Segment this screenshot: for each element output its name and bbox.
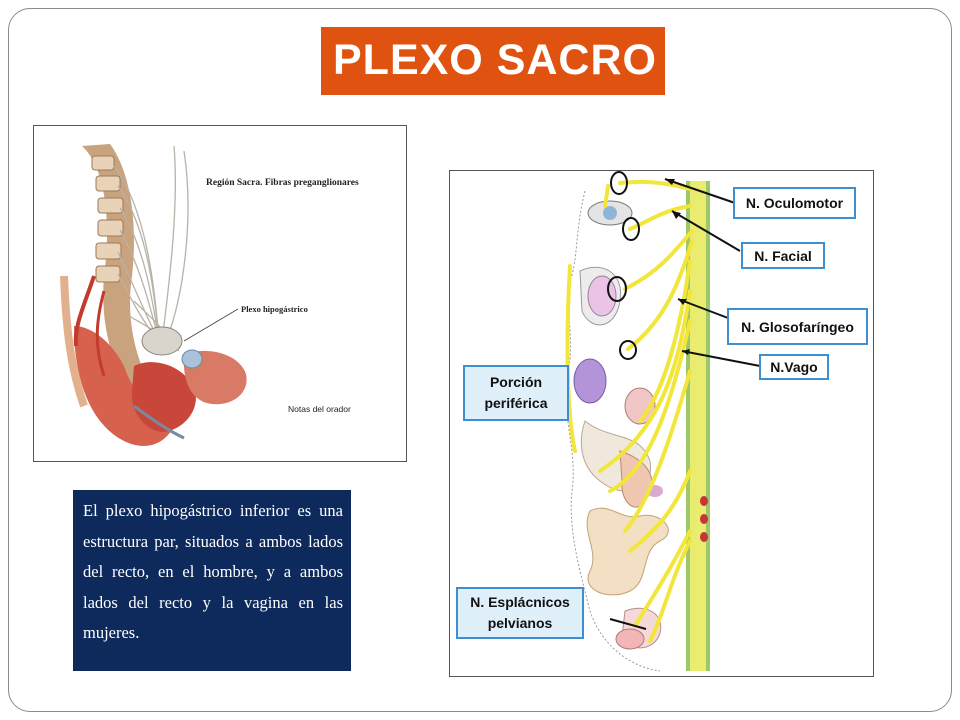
label-porcion-line1: Porción [489, 374, 543, 390]
nerve-diagram-panel: N. Oculomotor N. Facial N. Glosofaríngeo… [449, 170, 874, 677]
anatomy-image-panel: Región Sacra. Fibras preganglionares Ple… [33, 125, 407, 462]
title-banner: PLEXO SACRO [321, 27, 665, 95]
slide-frame [8, 8, 952, 712]
description-text: El plexo hipogástrico inferior es una es… [83, 501, 343, 642]
nerve-diagram [565, 171, 761, 672]
label-porcion-periferica: Porción periférica [463, 365, 569, 421]
label-facial: N. Facial [741, 242, 825, 269]
anatomy-illustration [60, 144, 247, 446]
label-vago: N.Vago [759, 354, 829, 380]
label-oculomotor: N. Oculomotor [733, 187, 856, 219]
anatomy-caption: Región Sacra. Fibras preganglionares [206, 178, 359, 188]
label-esplacnicos-line1: N. Esplácnicos [470, 594, 570, 610]
anatomy-pointer-label: Plexo hipogástrico [241, 304, 308, 314]
label-esplacnicos-pelvianos: N. Esplácnicos pelvianos [456, 587, 584, 639]
label-glosofaringeo: N. Glosofaríngeo [727, 308, 868, 345]
anatomy-notes-label: Notas del orador [288, 404, 351, 414]
label-esplacnicos-line2: pelvianos [487, 615, 553, 631]
slide-title: PLEXO SACRO [333, 36, 657, 84]
label-porcion-line2: periférica [484, 395, 548, 411]
description-box: El plexo hipogástrico inferior es una es… [73, 490, 351, 671]
